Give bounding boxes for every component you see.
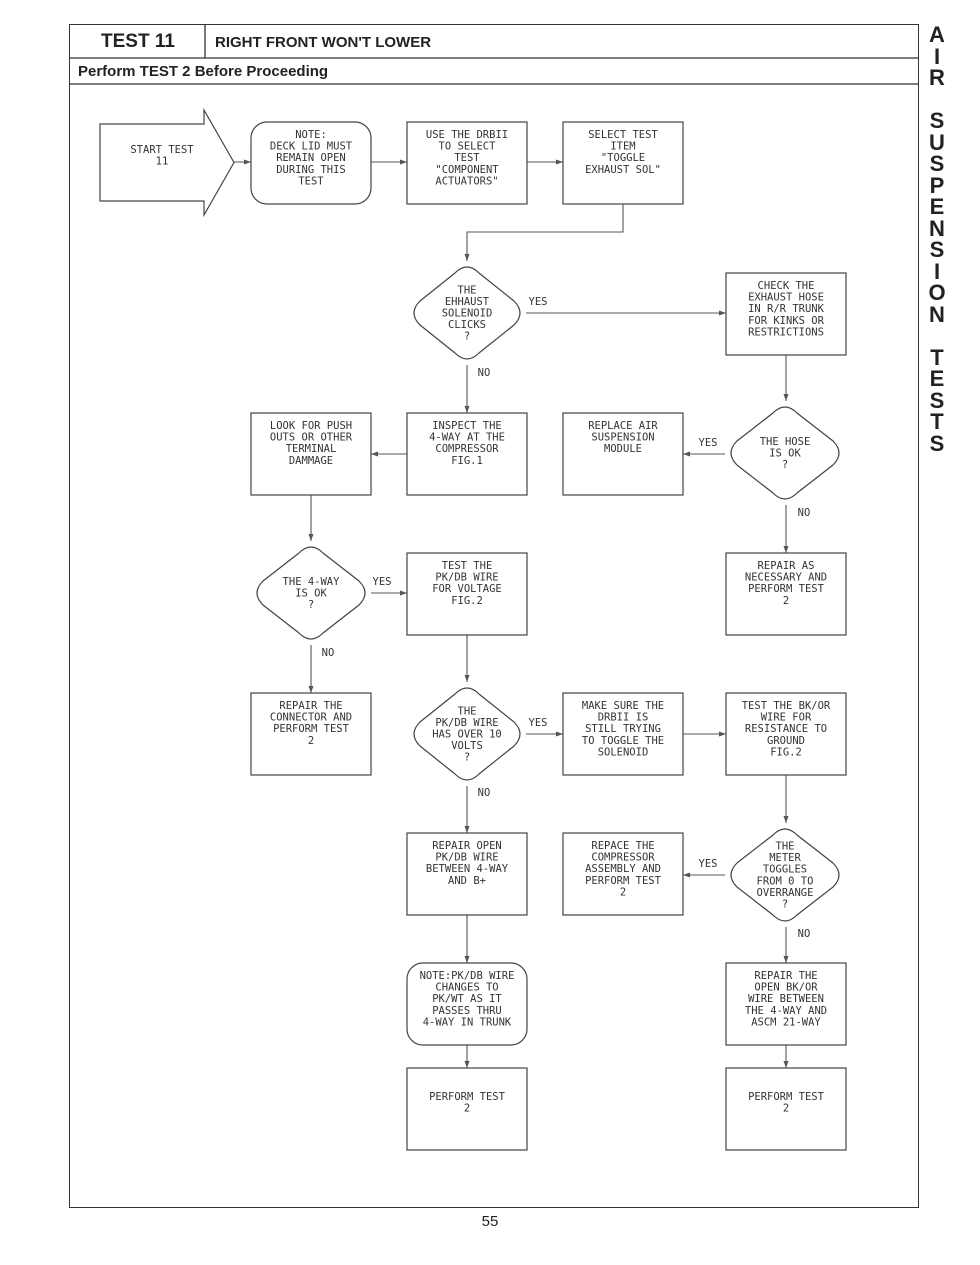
connector-arrow — [464, 204, 624, 261]
yes-label: YES — [699, 858, 718, 870]
page-number: 55 — [481, 1213, 499, 1230]
no-label: NO — [322, 647, 335, 659]
yes-label: YES — [529, 296, 548, 308]
yes-label: YES — [529, 717, 548, 729]
no-label: NO — [798, 928, 811, 940]
no-label: NO — [478, 787, 491, 799]
no-label: NO — [798, 507, 811, 519]
yes-label: YES — [373, 576, 392, 588]
test-title: RIGHT FRONT WON'T LOWER — [215, 33, 432, 51]
no-label: NO — [478, 367, 491, 379]
test-subtitle: Perform TEST 2 Before Proceeding — [78, 62, 329, 80]
page-frame — [69, 24, 919, 1208]
test-number: TEST 11 — [101, 31, 175, 52]
yes-label: YES — [699, 437, 718, 449]
